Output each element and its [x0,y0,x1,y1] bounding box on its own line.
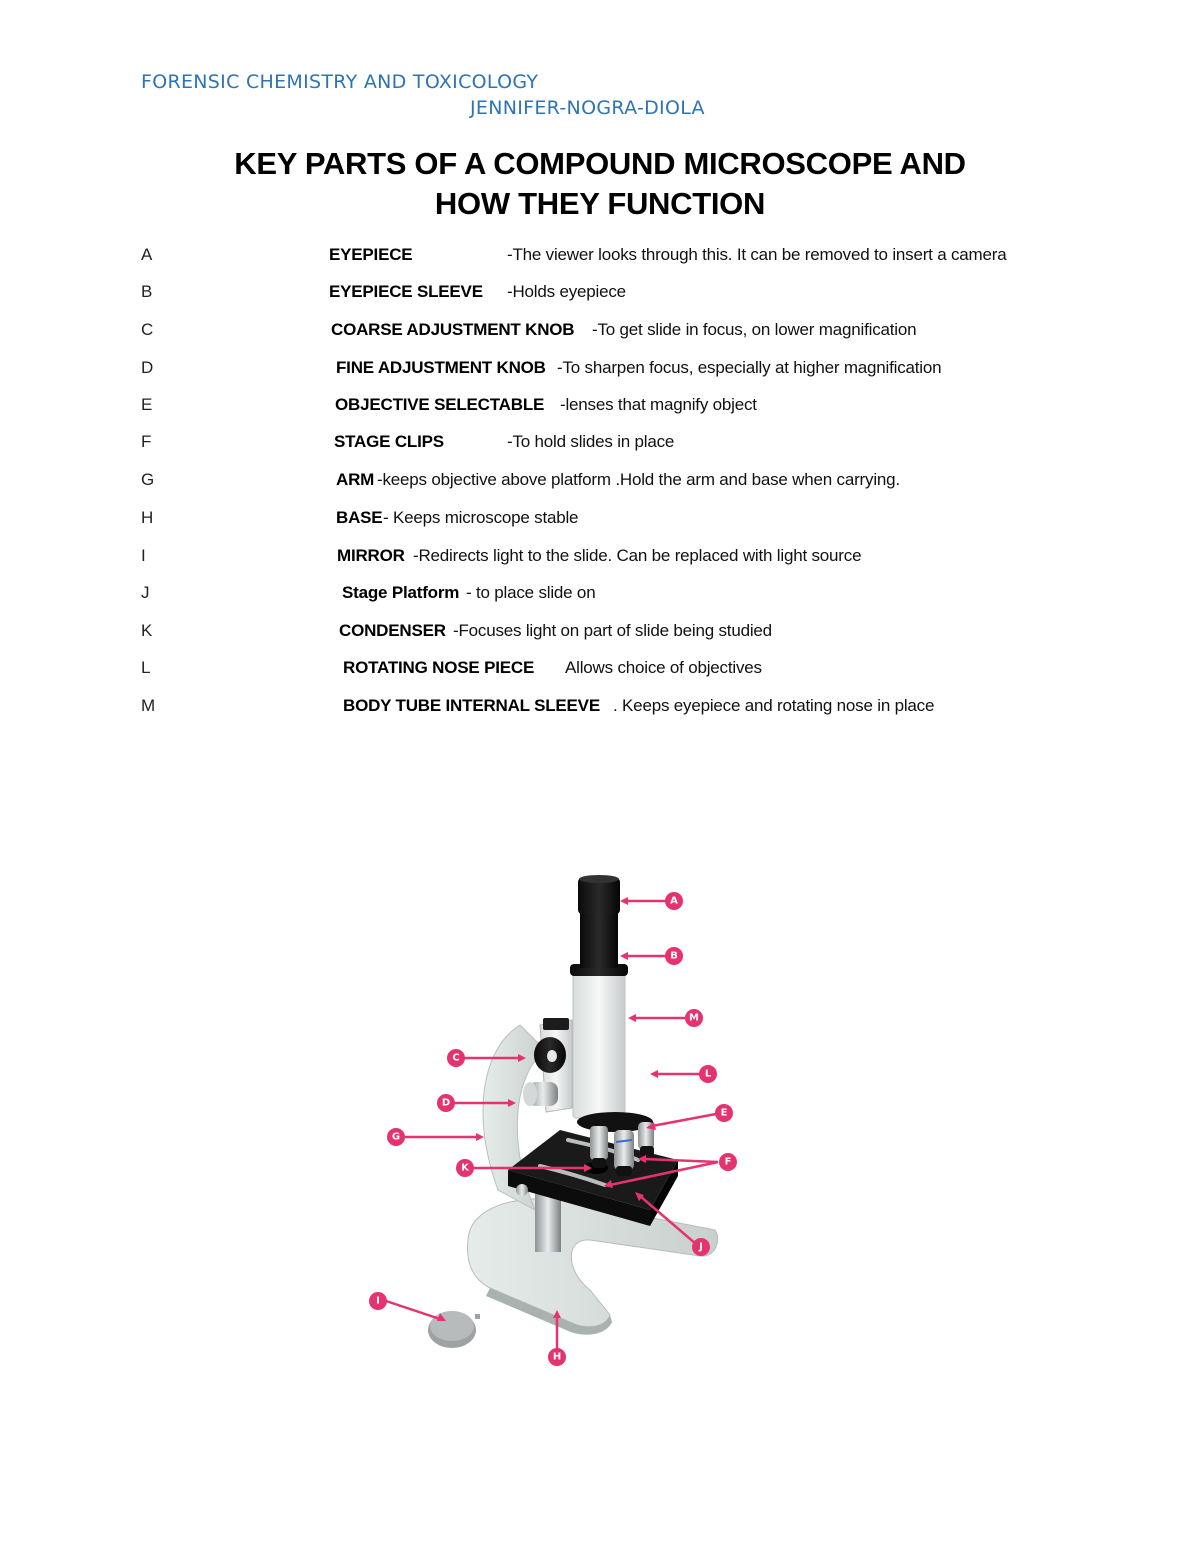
part-letter: K [141,621,153,640]
part-term: COARSE ADJUSTMENT KNOB [331,320,575,339]
course-header: FORENSIC CHEMISTRY AND TOXICOLOGY [141,71,539,93]
part-description: Allows choice of objectives [565,658,762,677]
part-letter: F [141,432,152,451]
part-letter: I [141,546,146,565]
part-letter: L [141,658,151,677]
part-letter: D [141,358,154,377]
part-term: FINE ADJUSTMENT KNOB [336,358,546,377]
label-badge-i: I [369,1292,387,1310]
part-description: -The viewer looks through this. It can b… [507,245,1007,264]
svg-text:K: K [461,1163,470,1174]
label-badge-l: L [699,1065,717,1083]
svg-text:H: H [553,1352,561,1363]
part-term: BODY TUBE INTERNAL SLEEVE [343,696,600,715]
body-tube [572,967,626,1119]
coarse-adjustment-knob [534,1037,566,1073]
svg-text:I: I [376,1296,380,1307]
part-row-d: D FINE ADJUSTMENT KNOB -To sharpen focus… [0,356,1200,380]
part-row-e: E OBJECTIVE SELECTABLE -lenses that magn… [0,393,1200,417]
part-description: -To get slide in focus, on lower magnifi… [592,320,917,339]
svg-text:E: E [721,1108,728,1119]
page-title-line-2: HOW THEY FUNCTION [434,186,766,221]
label-badge-f: F [719,1153,737,1171]
svg-text:F: F [725,1157,732,1168]
page-title-line-1: KEY PARTS OF A COMPOUND MICROSCOPE AND [234,146,966,181]
objective-lenses [590,1122,654,1176]
part-description: -To sharpen focus, especially at higher … [557,358,942,377]
diagram-callouts [385,897,719,1350]
part-description: . Keeps eyepiece and rotating nose in pl… [613,696,935,715]
label-badge-k: K [456,1159,474,1177]
part-letter: G [141,470,155,489]
part-row-f: F STAGE CLIPS -To hold slides in place [0,430,1200,454]
part-row-m: M BODY TUBE INTERNAL SLEEVE . Keeps eyep… [0,694,1200,718]
part-letter: J [141,583,150,602]
label-badge-d: D [437,1094,455,1112]
svg-text:G: G [392,1132,400,1143]
part-term: OBJECTIVE SELECTABLE [335,395,545,414]
svg-text:A: A [670,896,678,907]
part-term: EYEPIECE SLEEVE [329,282,483,301]
part-term: EYEPIECE [329,245,413,264]
part-row-k: K CONDENSER -Focuses light on part of sl… [0,619,1200,643]
part-row-i: I MIRROR -Redirects light to the slide. … [0,544,1200,568]
part-term: BASE [336,508,383,527]
part-row-b: B EYEPIECE SLEEVE -Holds eyepiece [0,280,1200,304]
part-letter: B [141,282,153,301]
label-badge-m: M [685,1009,703,1027]
fine-adjustment-knob [523,1082,558,1106]
eyepiece-sleeve [580,910,618,968]
part-letter: E [141,395,153,414]
part-description: -keeps objective above platform .Hold th… [377,470,900,489]
part-description: -Focuses light on part of slide being st… [453,621,772,640]
part-row-l: L ROTATING NOSE PIECE Allows choice of o… [0,656,1200,680]
part-description: -lenses that magnify object [560,395,757,414]
svg-text:D: D [442,1098,450,1109]
svg-text:M: M [689,1013,699,1024]
part-term: STAGE CLIPS [334,432,444,451]
part-description: -Holds eyepiece [507,282,626,301]
label-badge-c: C [447,1049,465,1067]
svg-text:B: B [670,951,678,962]
part-letter: H [141,508,154,527]
microscope-base [467,1198,719,1335]
part-letter: C [141,320,154,339]
svg-text:C: C [452,1053,459,1064]
label-badge-e: E [715,1104,733,1122]
part-term: MIRROR [337,546,405,565]
part-term: Stage Platform [342,583,460,602]
part-description: -To hold slides in place [507,432,675,451]
part-term: ROTATING NOSE PIECE [343,658,535,677]
svg-text:J: J [698,1242,703,1253]
author-header: JENNIFER-NOGRA-DIOLA [470,97,705,119]
label-badge-g: G [387,1128,405,1146]
part-row-h: H BASE - Keeps microscope stable [0,506,1200,530]
part-row-c: C COARSE ADJUSTMENT KNOB -To get slide i… [0,318,1200,342]
label-badge-j: J [692,1238,710,1256]
part-row-g: G ARM -keeps objective above platform .H… [0,468,1200,492]
part-description: - Keeps microscope stable [383,508,579,527]
part-description: -Redirects light to the slide. Can be re… [413,546,862,565]
svg-text:L: L [705,1069,712,1080]
eyepiece [578,878,620,914]
label-badge-a: A [665,892,683,910]
part-row-j: J Stage Platform - to place slide on [0,581,1200,605]
part-letter: A [141,245,153,264]
part-row-a: A EYEPIECE -The viewer looks through thi… [0,243,1200,267]
microscope-diagram: A B M C L D E G F K J I H [369,875,737,1366]
part-description: - to place slide on [466,583,596,602]
diagram-label-badges: A B M C L D E G F K J I H [369,892,737,1366]
label-badge-h: H [548,1348,566,1366]
part-term: ARM [336,470,375,489]
part-letter: M [141,696,155,715]
part-term: CONDENSER [339,621,446,640]
label-badge-b: B [665,947,683,965]
